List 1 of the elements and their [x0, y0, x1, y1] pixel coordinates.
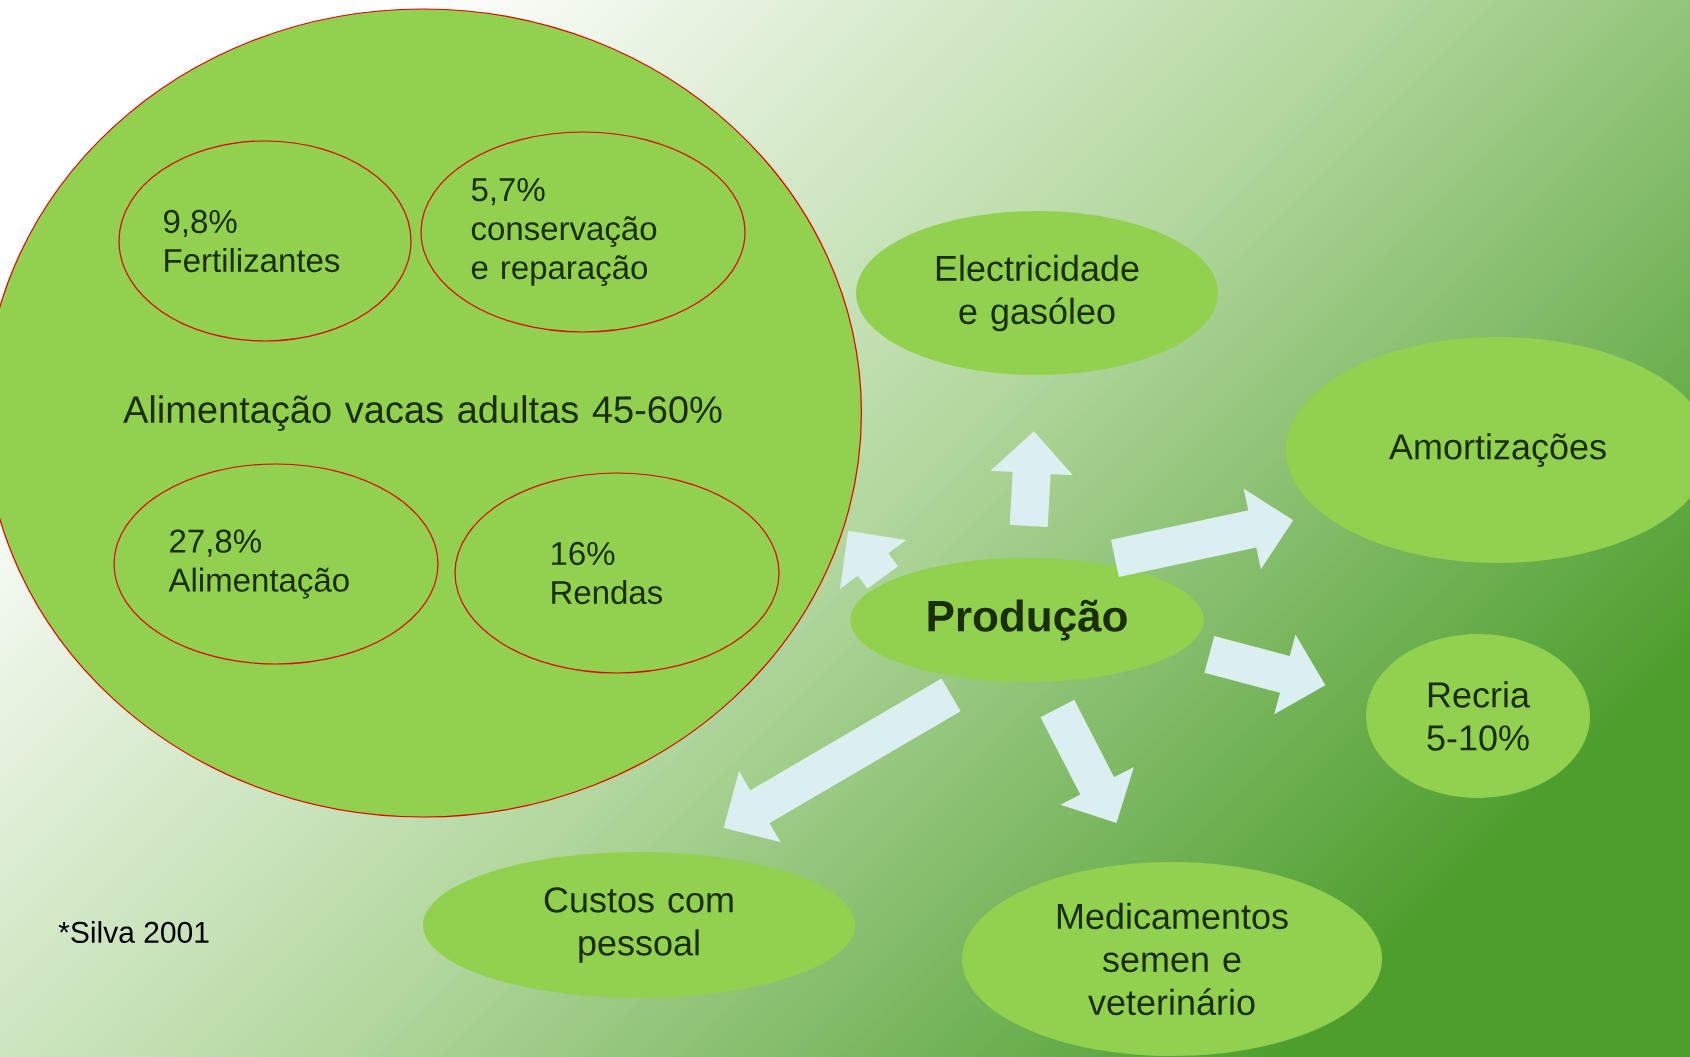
source-note: *Silva 2001: [58, 921, 209, 943]
